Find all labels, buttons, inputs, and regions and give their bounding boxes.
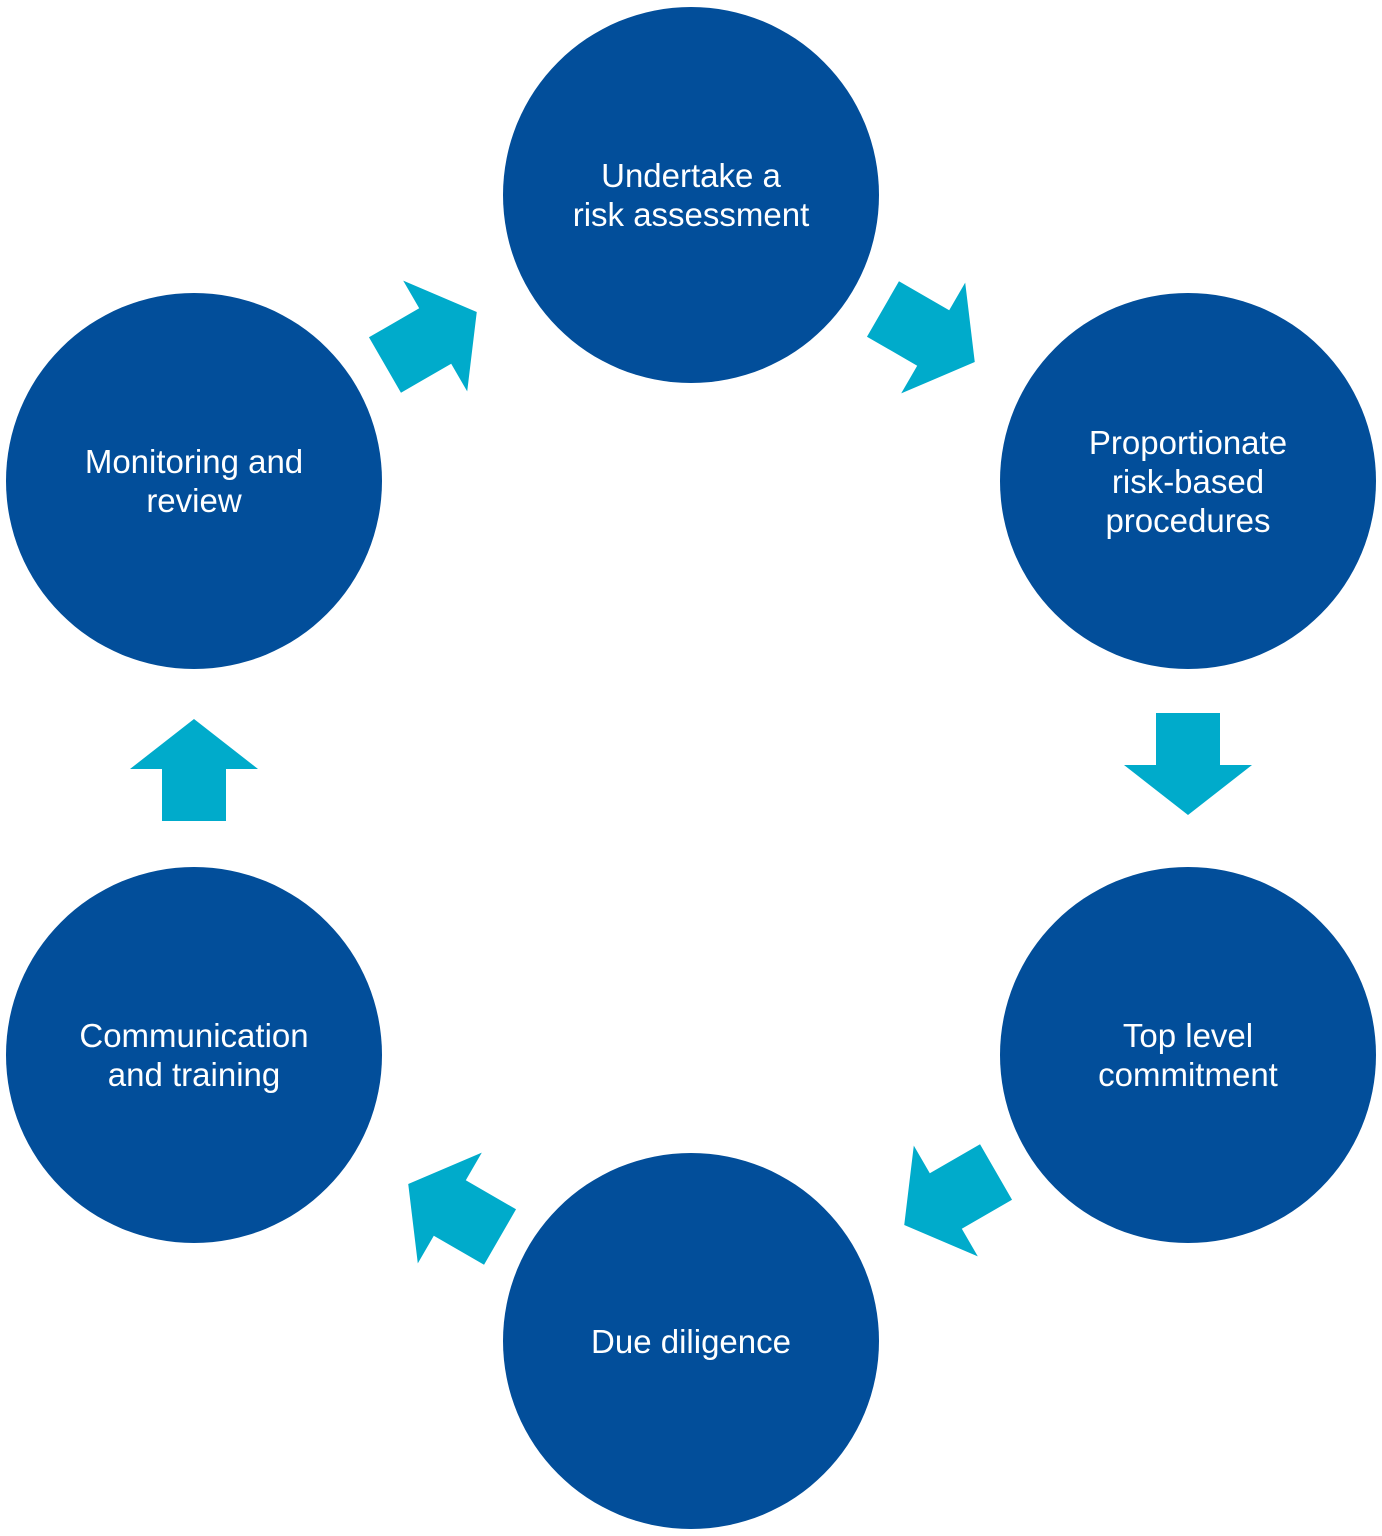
- node-proportionate-procedures: Proportionate risk-based procedures: [1000, 293, 1376, 669]
- node-due-diligence: Due diligence: [503, 1153, 879, 1529]
- node-monitoring-review: Monitoring and review: [6, 293, 382, 669]
- node-label-line: Undertake a: [601, 157, 781, 194]
- node-label-line: risk-based: [1111, 462, 1265, 500]
- arrow-to-top-level-commitment-icon: [1124, 713, 1252, 815]
- node-label-line: risk assessment: [572, 196, 810, 233]
- node-label-line: commitment: [1098, 1056, 1278, 1093]
- node-label-line: and training: [107, 1056, 281, 1093]
- node-label-line: Communication: [79, 1017, 309, 1054]
- node-top-level-commitment: Top level commitment: [1000, 867, 1376, 1243]
- node-label-line: Monitoring and: [84, 443, 304, 480]
- arrow-to-communication-training-icon: [408, 1152, 517, 1265]
- arrow-to-monitoring-review-icon: [130, 719, 258, 821]
- node-label-line: Proportionate: [1088, 423, 1288, 461]
- arrow-to-proportionate-procedures-icon: [866, 281, 975, 394]
- node-label-line: Top level: [1122, 1017, 1254, 1054]
- node-label-line: Due diligence: [591, 1322, 791, 1360]
- arrow-to-risk-assessment-icon: [368, 280, 477, 393]
- node-undertake-risk-assessment: Undertake a risk assessment: [503, 7, 879, 383]
- node-communication-training: Communication and training: [6, 867, 382, 1243]
- node-label-line: procedures: [1105, 501, 1271, 539]
- arrow-to-due-diligence-icon: [904, 1144, 1013, 1257]
- node-label-line: review: [146, 482, 242, 519]
